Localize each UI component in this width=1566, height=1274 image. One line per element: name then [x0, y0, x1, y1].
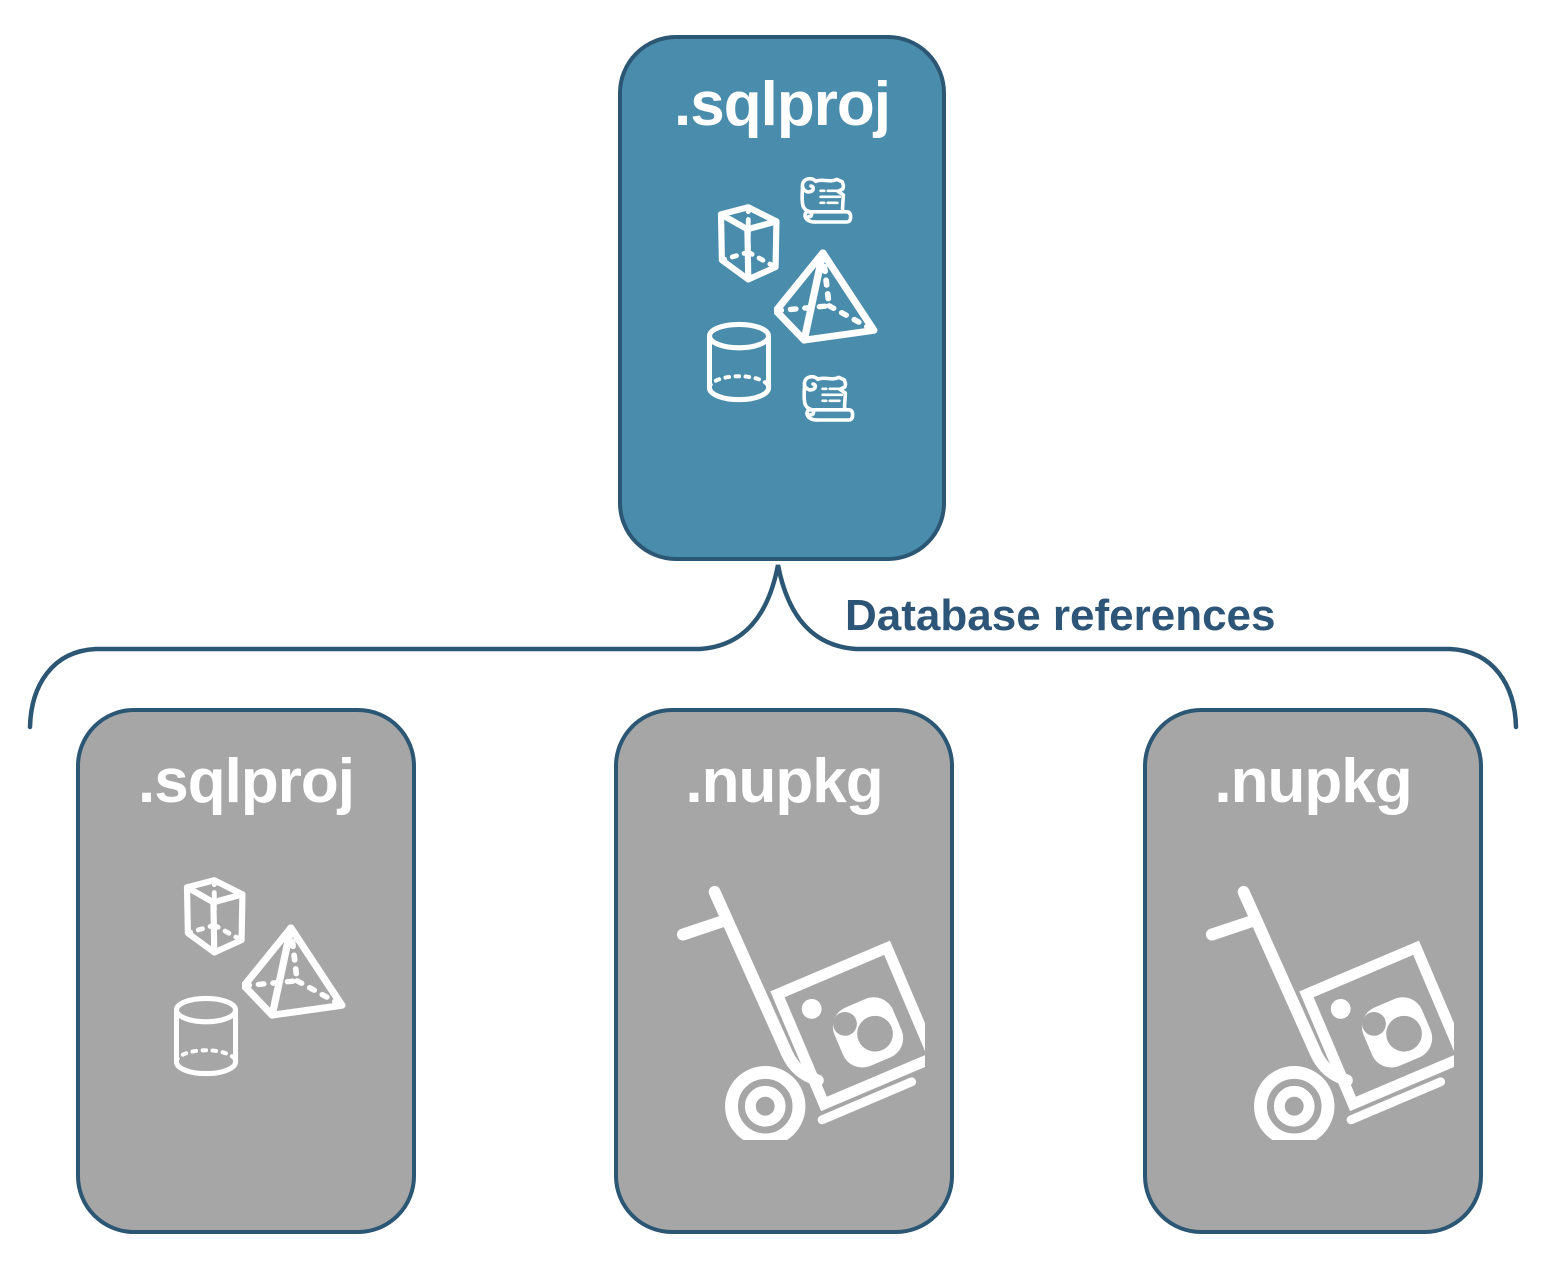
nuget-dolly-icon: [1196, 872, 1454, 1140]
edge-label: Database references: [845, 591, 1276, 640]
database-cylinder-icon: [703, 320, 775, 404]
node-title: .sqlproj: [674, 70, 891, 139]
node-title: .nupkg: [685, 747, 883, 816]
script-scroll-icon: [802, 374, 855, 422]
node-nupkg-child: .nupkg: [614, 708, 954, 1234]
node-sqlproj-root: .sqlproj: [618, 35, 946, 561]
node-title: .nupkg: [1214, 747, 1412, 816]
node-nupkg-child: .nupkg: [1143, 708, 1483, 1234]
pyramid-icon: [242, 924, 346, 1022]
nuget-dolly-icon: [667, 872, 925, 1140]
script-scroll-icon: [800, 176, 853, 224]
node-sqlproj-child: .sqlproj: [76, 708, 416, 1234]
pyramid-icon: [774, 249, 878, 347]
node-title: .sqlproj: [138, 747, 355, 816]
cube-icon: [165, 875, 253, 963]
database-cylinder-icon: [170, 994, 242, 1078]
